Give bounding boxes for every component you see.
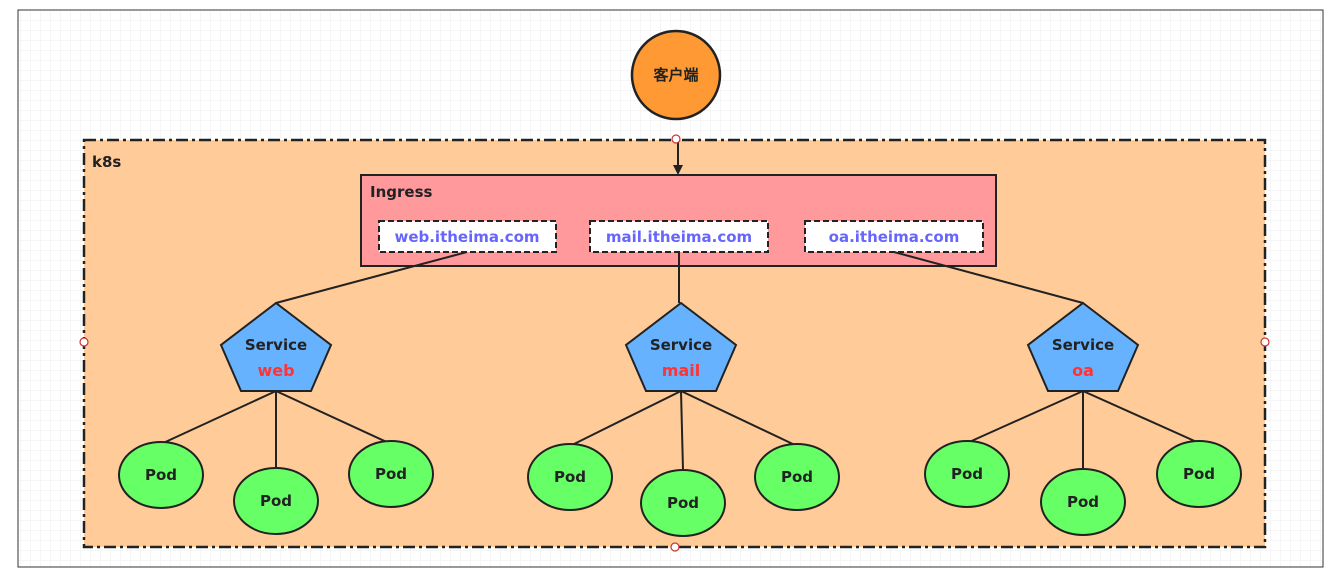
host-web-label: web.itheima.com — [394, 228, 539, 246]
service-web-name: web — [257, 361, 294, 380]
service-web[interactable]: Service web — [219, 301, 333, 392]
pod-oa-1[interactable]: Pod — [924, 440, 1010, 508]
service-mail-title: Service — [650, 336, 712, 354]
ingress-label: Ingress — [370, 183, 432, 201]
selection-handles — [79, 134, 1270, 552]
host-rule-mail[interactable]: mail.itheima.com — [589, 220, 769, 253]
selection-handle-bottom[interactable] — [670, 542, 680, 552]
pod-label: Pod — [667, 494, 699, 512]
connector-oa-pod-3 — [1082, 390, 1200, 444]
cluster-label: k8s — [92, 153, 121, 171]
pod-label: Pod — [145, 466, 177, 484]
connector-web — [275, 251, 468, 304]
selection-handle-right[interactable] — [1260, 337, 1270, 347]
connectors — [160, 251, 1200, 471]
pod-oa-2[interactable]: Pod — [1040, 468, 1126, 536]
selection-handle-top[interactable] — [671, 134, 681, 144]
service-mail-name: mail — [662, 361, 700, 380]
service-oa-name: oa — [1072, 361, 1094, 380]
connector-oa-pod-1 — [966, 390, 1084, 444]
pod-label: Pod — [781, 468, 813, 486]
connector-web-pod-1 — [160, 390, 277, 445]
pod-label: Pod — [260, 492, 292, 510]
connector-oa — [893, 251, 1084, 304]
client-label: 客户端 — [652, 66, 698, 84]
service-oa[interactable]: Service oa — [1026, 301, 1140, 392]
pod-label: Pod — [1067, 493, 1099, 511]
selection-handle-left[interactable] — [79, 337, 89, 347]
pod-oa-3[interactable]: Pod — [1156, 440, 1242, 508]
service-mail[interactable]: Service mail — [624, 301, 738, 392]
pod-label: Pod — [951, 465, 983, 483]
service-oa-title: Service — [1052, 336, 1114, 354]
host-oa-label: oa.itheima.com — [829, 228, 960, 246]
connector-mail-pod-3 — [680, 390, 798, 447]
pod-label: Pod — [1183, 465, 1215, 483]
pod-mail-3[interactable]: Pod — [754, 443, 840, 511]
pod-label: Pod — [554, 468, 586, 486]
pod-web-1[interactable]: Pod — [118, 441, 204, 509]
pod-mail-2[interactable]: Pod — [640, 469, 726, 537]
pod-label: Pod — [375, 465, 407, 483]
connector-web-pod-3 — [275, 390, 392, 445]
connector-mail-pod-2 — [680, 390, 684, 471]
host-rule-web[interactable]: web.itheima.com — [378, 220, 557, 253]
connector-mail-pod-1 — [569, 390, 682, 447]
pod-mail-1[interactable]: Pod — [527, 443, 613, 511]
pod-web-3[interactable]: Pod — [348, 440, 434, 508]
host-mail-label: mail.itheima.com — [606, 228, 752, 246]
client-node[interactable]: 客户端 — [630, 29, 722, 121]
pod-web-2[interactable]: Pod — [233, 467, 319, 535]
host-rule-oa[interactable]: oa.itheima.com — [804, 220, 984, 253]
service-web-title: Service — [245, 336, 307, 354]
